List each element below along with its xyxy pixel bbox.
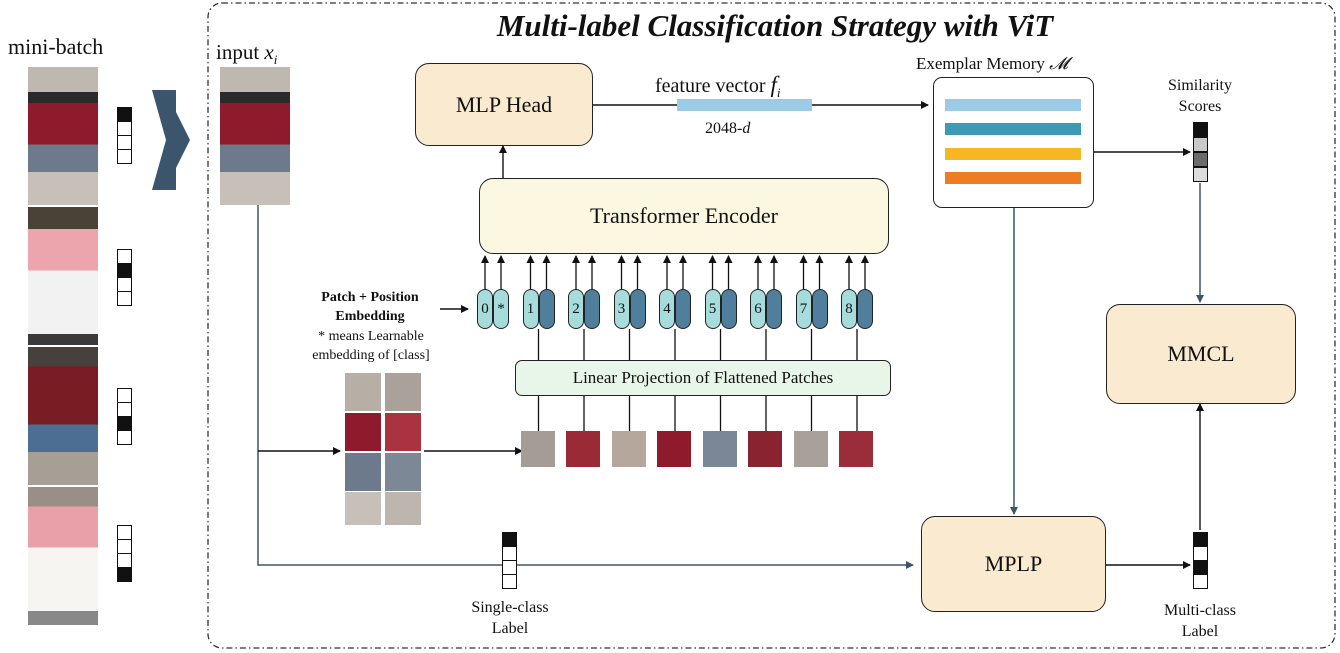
token-position-4: 4 <box>659 289 675 329</box>
person-image-2 <box>28 207 98 345</box>
token-position-2: 2 <box>568 289 584 329</box>
diagram-title: Multi-label Classification Strategy with… <box>496 8 1054 43</box>
flow-chevron <box>152 90 190 190</box>
token-embedding-3 <box>629 289 646 329</box>
feature-dimension-label: 2048-d <box>705 120 751 137</box>
token-embedding-8 <box>857 289 873 329</box>
token-position-5: 5 <box>704 289 721 329</box>
feature-vector-bar <box>677 99 812 111</box>
token-embedding-1 <box>538 289 555 329</box>
input-label: input xi <box>216 40 278 68</box>
token-embedding-5 <box>720 289 737 329</box>
flat-patch-8 <box>839 431 873 467</box>
exemplar-memory-box <box>933 77 1094 208</box>
memory-row-1 <box>945 99 1081 111</box>
memory-row-4 <box>945 172 1081 184</box>
memory-row-2 <box>945 123 1081 135</box>
token-position-0: 0 <box>477 289 493 329</box>
token-position-8: 8 <box>841 289 857 329</box>
feature-vector-label: feature vector fi <box>655 72 781 100</box>
person-image-3 <box>28 347 98 485</box>
mini-batch-label: mini-batch <box>8 34 104 59</box>
token-embedding-0: * <box>493 289 509 329</box>
input-image <box>220 67 290 205</box>
memory-row-3 <box>945 148 1081 160</box>
token-position-3: 3 <box>613 289 630 329</box>
flat-patch-6 <box>748 431 782 467</box>
flat-patch-2 <box>566 431 600 467</box>
transformer-encoder-box: Transformer Encoder <box>479 178 889 254</box>
person-image-4 <box>28 487 98 625</box>
mmcl-box: MMCL <box>1106 304 1296 404</box>
strategy-frame <box>207 2 1336 649</box>
flat-patch-4 <box>657 431 691 467</box>
token-position-6: 6 <box>750 289 766 329</box>
flat-patch-3 <box>611 431 646 467</box>
mplp-box: MPLP <box>921 516 1106 612</box>
token-embedding-6 <box>766 289 782 329</box>
token-position-7: 7 <box>795 289 812 329</box>
mlp-head-box: MLP Head <box>415 63 593 146</box>
token-embedding-2 <box>584 289 600 329</box>
token-position-1: 1 <box>522 289 539 329</box>
token-embedding-4 <box>675 289 691 329</box>
flat-patch-1 <box>520 431 555 467</box>
person-image-1 <box>28 67 98 205</box>
token-embedding-7 <box>811 289 828 329</box>
linear-projection-box: Linear Projection of Flattened Patches <box>515 360 891 396</box>
flat-patch-5 <box>702 431 737 467</box>
flat-patch-7 <box>793 431 828 467</box>
exemplar-memory-label: Exemplar Memory 𝓜 <box>916 54 1069 74</box>
